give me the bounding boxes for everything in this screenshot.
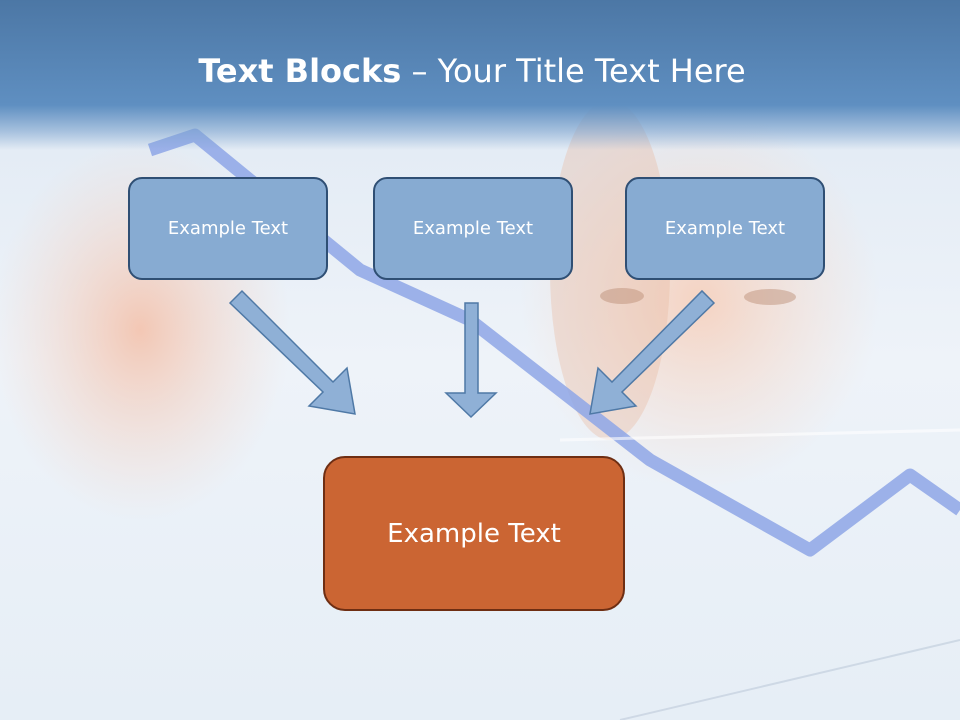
- arrow-right-icon: [589, 289, 716, 415]
- result-block[interactable]: Example Text: [323, 456, 625, 611]
- arrow-left-icon: [228, 289, 356, 415]
- title-bold: Text Blocks: [198, 52, 402, 90]
- title-rest: Your Title Text Here: [437, 52, 746, 90]
- title-bar: [0, 0, 960, 150]
- trend-line: [147, 128, 960, 557]
- text-block-3[interactable]: Example Text: [625, 177, 825, 280]
- slide-title: Text Blocks – Your Title Text Here: [0, 52, 944, 90]
- text-block-1[interactable]: Example Text: [128, 177, 328, 280]
- text-block-2[interactable]: Example Text: [373, 177, 573, 280]
- title-dash: –: [401, 52, 438, 90]
- arrow-down-icon: [444, 302, 498, 419]
